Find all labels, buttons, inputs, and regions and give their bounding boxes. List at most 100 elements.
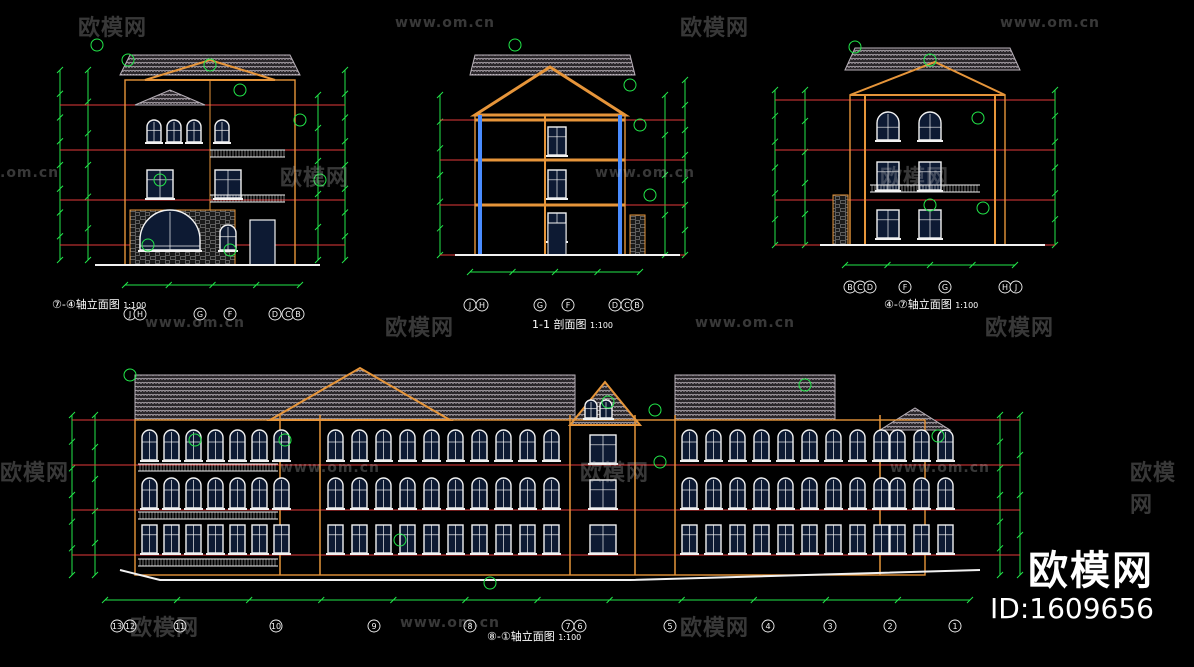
- dimension-tick: [1051, 86, 1059, 94]
- dimension-tick: [56, 185, 64, 193]
- square-window: [588, 524, 618, 555]
- arched-window: [228, 477, 247, 510]
- watermark-url: www.om.cn: [595, 165, 696, 181]
- window-sill: [848, 553, 867, 555]
- arched-window: [776, 477, 795, 510]
- window-sill: [138, 250, 202, 252]
- callout-circle: [848, 40, 862, 54]
- window-sill: [250, 508, 269, 510]
- axis-bubble-label: B: [847, 283, 853, 292]
- section-stone-base: [629, 214, 646, 256]
- callout-circle: [203, 58, 217, 72]
- window-sill: [250, 460, 269, 462]
- dimension-tick: [661, 171, 669, 179]
- arched-window: [470, 477, 489, 510]
- callout-circle: [923, 198, 937, 212]
- dimension-tick: [341, 137, 349, 145]
- axis-bubble: H: [998, 280, 1012, 294]
- window-sill: [728, 553, 747, 555]
- window-sill: [546, 198, 568, 200]
- dimension-tick: [678, 596, 686, 604]
- axis-bubble-label: 1: [952, 622, 957, 631]
- window-sill: [350, 460, 369, 462]
- watermark-url: www.om.cn: [280, 460, 381, 476]
- dimension-tick: [91, 507, 99, 515]
- window-sill: [326, 508, 345, 510]
- arched-window: [422, 429, 441, 462]
- dimension-tick: [436, 198, 444, 206]
- dimension-tick: [341, 90, 349, 98]
- dimension-tick: [84, 66, 92, 74]
- section-caption: 1-1 剖面图 1:100: [532, 316, 613, 332]
- dimension-tick: [341, 66, 349, 74]
- window-sill: [213, 142, 231, 144]
- arched-window: [374, 477, 393, 510]
- dimension-tick: [771, 138, 779, 146]
- axis-bubble-label: C: [857, 283, 863, 292]
- axis-bubble-label: B: [634, 301, 640, 310]
- balcony-railing: [870, 184, 980, 193]
- window-sill: [184, 553, 203, 555]
- arched-window: [752, 429, 771, 462]
- axis-bubble: B: [291, 307, 305, 321]
- window-sill: [776, 460, 795, 462]
- axis-bubble-label: B: [295, 310, 301, 319]
- window-sill: [888, 460, 907, 462]
- window-sill: [912, 553, 931, 555]
- window-sill: [494, 508, 513, 510]
- square-window: [228, 524, 247, 555]
- axis-bubble-label: 13: [112, 622, 122, 631]
- arched-window: [704, 477, 723, 510]
- callout-circle: [293, 113, 307, 127]
- window-sill: [350, 508, 369, 510]
- dimension-tick: [84, 224, 92, 232]
- window-sill: [888, 508, 907, 510]
- arched-window: [728, 477, 747, 510]
- axis-bubble-circle: [883, 619, 897, 633]
- axis-bubble-circle: [863, 280, 877, 294]
- arched-window: [912, 477, 931, 510]
- window-sill: [776, 508, 795, 510]
- watermark-logo: 欧模网: [78, 16, 148, 41]
- dimension-tick: [884, 261, 891, 269]
- left-elevation-caption: ⑦-④轴立面图 1:100: [52, 296, 146, 312]
- window-sill: [272, 460, 291, 462]
- axis-bubble: 9: [367, 619, 381, 633]
- model-id-label: ID:1609656: [990, 592, 1154, 625]
- square-window: [588, 434, 618, 465]
- window-sill: [326, 553, 345, 555]
- window-sill: [917, 140, 943, 142]
- dimension-tick: [771, 86, 779, 94]
- window-sill: [272, 508, 291, 510]
- dimension-tick: [966, 596, 974, 604]
- watermark-logo: 欧模网: [385, 316, 455, 341]
- arched-window: [326, 477, 345, 510]
- window-sill: [848, 508, 867, 510]
- dimension-tick: [314, 91, 322, 99]
- axis-bubble-circle: [475, 298, 489, 312]
- callout-circle: [643, 188, 657, 202]
- window-sill: [912, 508, 931, 510]
- arched-window: [848, 477, 867, 510]
- axis-bubble: 4: [761, 619, 775, 633]
- window-sill: [752, 460, 771, 462]
- section-title: 1-1 剖面图: [532, 318, 587, 331]
- square-window: [145, 169, 175, 200]
- window-sill: [185, 142, 203, 144]
- arched-window: [848, 429, 867, 462]
- axis-bubble: J: [463, 298, 477, 312]
- arched-window: [470, 429, 489, 462]
- left-elevation-scale: 1:100: [123, 301, 147, 310]
- axis-bubble: 11: [173, 619, 187, 633]
- dimension-tick: [1016, 491, 1024, 499]
- dimension-tick: [101, 596, 109, 604]
- axis-bubble-circle: [133, 307, 147, 321]
- dimension-tick: [996, 411, 1004, 419]
- arched-window: [888, 477, 907, 510]
- square-window: [917, 209, 943, 240]
- section-door: [547, 222, 567, 256]
- axis-bubble-label: F: [228, 310, 233, 319]
- watermark-logo: 欧模网: [130, 616, 200, 641]
- square-window: [374, 524, 393, 555]
- window-sill: [776, 553, 795, 555]
